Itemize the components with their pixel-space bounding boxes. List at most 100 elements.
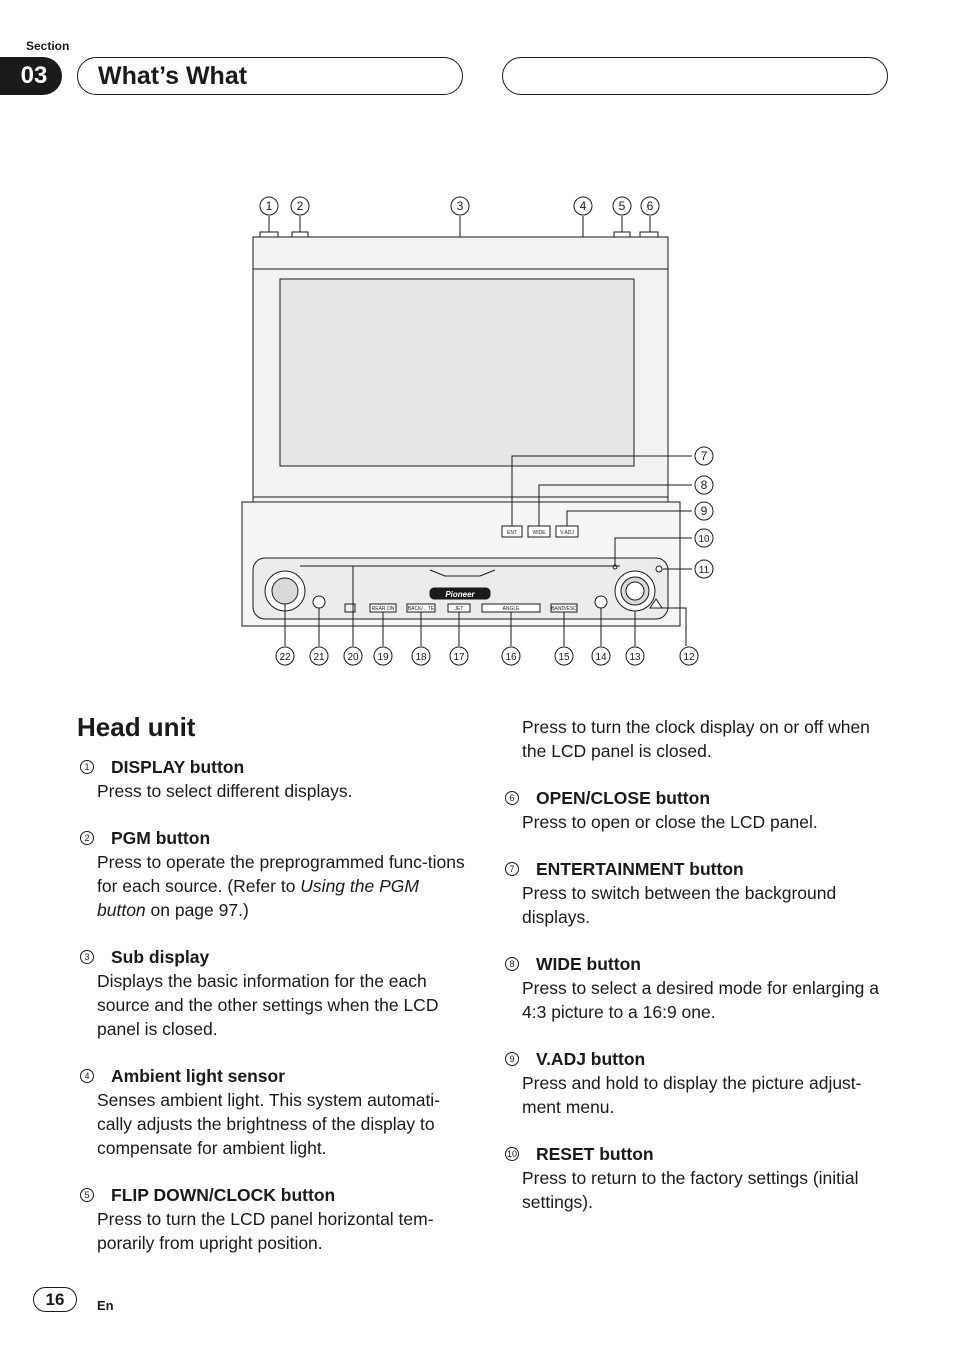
language-code: En [97, 1298, 114, 1313]
ent-label: ENT [507, 530, 517, 536]
callout-label-2: 2 [297, 199, 304, 213]
eject-button [649, 598, 663, 609]
callout-circle-17 [449, 646, 469, 666]
callout-number: 2 [80, 831, 94, 845]
callout-circle-14 [591, 646, 611, 666]
callout-circle-18 [411, 646, 431, 666]
callout-circle-5 [612, 196, 632, 216]
vadj-label: V.ADJ [560, 530, 574, 536]
band-label: BAND/ESC [551, 606, 577, 612]
callout-number: 9 [505, 1052, 519, 1066]
callout-label-15: 15 [558, 652, 570, 663]
item-body: Press to select different displays. [97, 781, 353, 801]
callout-number: 6 [505, 791, 519, 805]
callout-circle-22 [275, 646, 295, 666]
callout-circle-1 [259, 196, 279, 216]
item-title: ENTERTAINMENT button [536, 859, 744, 879]
item-title: DISPLAY button [111, 757, 245, 777]
back-label: BACK/←TE [408, 606, 435, 612]
callout-circle-12 [679, 646, 699, 666]
item-body: Press to operate the preprogrammed func-… [97, 852, 465, 920]
list-item: 6 OPEN/CLOSE button Press to open or clos… [502, 786, 894, 834]
callout-circle-13 [625, 646, 645, 666]
lcd-screen [279, 278, 635, 467]
rear-on-label: REAR ON [372, 606, 395, 612]
item-body: Press to select a desired mode for enlar… [522, 978, 879, 1022]
item-body: Senses ambient light. This system automa… [97, 1090, 441, 1158]
item-body: Displays the basic information for the e… [97, 971, 439, 1039]
callout-circle-16 [501, 646, 521, 666]
callout-number: 7 [505, 862, 519, 876]
callout-circle-9 [694, 501, 714, 521]
item-title: Sub display [111, 947, 210, 967]
callout-circle-11 [694, 559, 714, 579]
item-title: Ambient light sensor [111, 1066, 286, 1086]
button-20 [344, 603, 356, 613]
item-body: Press and hold to display the picture ad… [522, 1073, 862, 1117]
callout-number: 4 [80, 1069, 94, 1083]
callout-label-13: 13 [629, 652, 641, 663]
callout-label-4: 4 [580, 199, 587, 213]
callout-circle-10 [694, 528, 714, 548]
callout-label-6: 6 [647, 199, 654, 213]
callout-label-12: 12 [683, 652, 695, 663]
head-unit-diagram: ENT WIDE V.ADJ REAR ON BACK/←TE JET ANGL… [241, 196, 714, 666]
section-number: 03 [0, 57, 62, 95]
item-body: Press to return to the factory settings … [522, 1168, 859, 1212]
item-title: OPEN/CLOSE button [536, 788, 711, 808]
button-14 [594, 595, 608, 609]
callout-label-9: 9 [701, 504, 708, 518]
list-item: Press to turn the clock display on or of… [502, 715, 894, 763]
callout-circle-2 [290, 196, 310, 216]
item-body: Press to switch between the background d… [522, 883, 837, 927]
callout-number: 1 [80, 760, 94, 774]
button-11 [655, 565, 663, 573]
section-label: Section [26, 39, 70, 53]
callout-circle-3 [450, 196, 470, 216]
item-body: Press to turn the clock display on or of… [522, 717, 870, 761]
page-title: What’s What [77, 57, 463, 95]
callout-label-18: 18 [415, 652, 427, 663]
callout-circle-8 [694, 475, 714, 495]
callout-label-1: 1 [266, 199, 273, 213]
list-item: 2 PGM button Press to operate the preprog… [77, 826, 467, 922]
list-item: 4 Ambient light sensor Senses ambient lig… [77, 1064, 467, 1160]
callout-number: 5 [80, 1188, 94, 1202]
callout-circle-20 [343, 646, 363, 666]
angle-label: ANGLE [503, 606, 521, 612]
title-box-empty [502, 57, 888, 95]
callout-label-17: 17 [453, 652, 465, 663]
callout-circle-6 [640, 196, 660, 216]
callout-label-20: 20 [347, 652, 359, 663]
callout-label-16: 16 [505, 652, 517, 663]
list-item: 5 FLIP DOWN/CLOCK button Press to turn th… [77, 1183, 467, 1255]
brand-plate [429, 587, 491, 600]
callout-circle-19 [373, 646, 393, 666]
left-column: 1 DISPLAY button Press to select differen… [77, 755, 467, 1278]
right-column: Press to turn the clock display on or of… [502, 715, 894, 1237]
item-title: WIDE button [536, 954, 641, 974]
callout-number: 10 [505, 1147, 519, 1161]
callout-label-11: 11 [699, 565, 710, 576]
callout-circle-7 [694, 446, 714, 466]
item-body: Press to open or close the LCD panel. [522, 812, 818, 832]
list-item: 10 RESET button Press to return to the fa… [502, 1142, 894, 1214]
list-item: 7 ENTERTAINMENT button Press to switch be… [502, 857, 894, 929]
item-title: V.ADJ button [536, 1049, 646, 1069]
callout-label-19: 19 [377, 652, 389, 663]
list-item: 9 V.ADJ button Press and hold to display … [502, 1047, 894, 1119]
callout-label-21: 21 [313, 652, 325, 663]
callout-label-7: 7 [701, 449, 708, 463]
item-title: PGM button [111, 828, 211, 848]
section-heading: Head unit [77, 712, 196, 742]
item-title: RESET button [536, 1144, 654, 1164]
button-21 [312, 595, 326, 609]
callout-label-3: 3 [457, 199, 464, 213]
callout-circle-4 [573, 196, 593, 216]
brand-label: Pioneer [445, 590, 475, 599]
item-title: FLIP DOWN/CLOCK button [111, 1185, 336, 1205]
callout-label-22: 22 [279, 652, 291, 663]
item-body: Press to turn the LCD panel horizontal t… [97, 1209, 434, 1253]
